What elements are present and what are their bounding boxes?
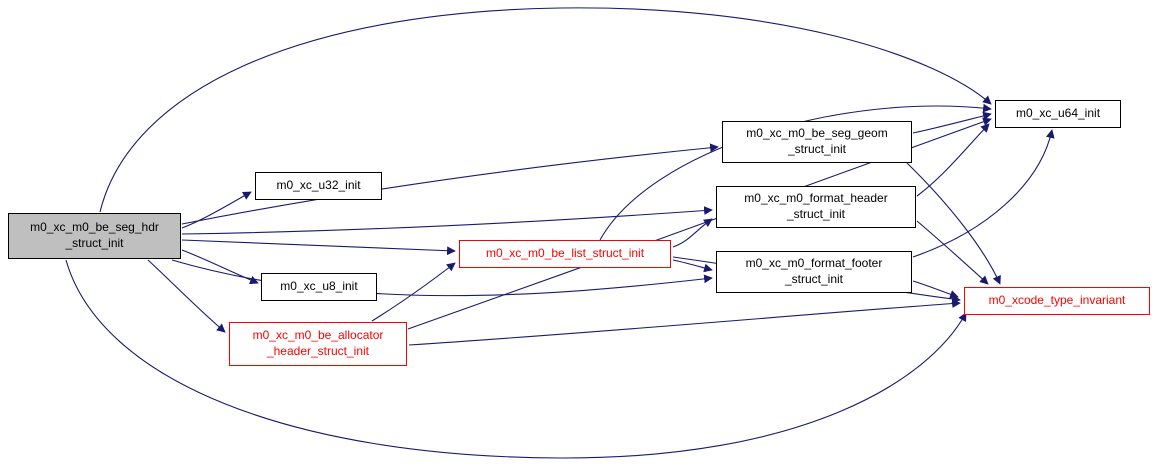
edge-format_footer-invariant [912,280,959,299]
node-m0_xc_m0_format_header_struct_init[interactable]: m0_xc_m0_format_header _struct_init [716,186,916,228]
edge-seg_geom-u64 [912,111,992,134]
edge-seg_geom-invariant [906,162,1001,285]
edge-seg_hdr-format_header [181,206,713,235]
node-m0_xc_m0_be_seg_hdr_struct_init[interactable]: m0_xc_m0_be_seg_hdr _struct_init [8,213,181,259]
edge-be_list-format_header [672,218,713,248]
node-m0_xc_m0_be_list_struct_init[interactable]: m0_xc_m0_be_list_struct_init [459,240,671,268]
node-m0_xc_m0_format_footer_struct_init[interactable]: m0_xc_m0_format_footer _struct_init [716,251,912,293]
edge-seg_hdr-invariant [65,259,967,459]
edge-seg_hdr-allocator [147,259,226,333]
edge-format_header-invariant [916,220,989,285]
edge-allocator-be_list [371,262,456,322]
edge-allocator-invariant [408,299,961,346]
node-m0_xc_u8_init[interactable]: m0_xc_u8_init [261,273,377,301]
edge-seg_hdr-format_footer [171,259,713,297]
edge-seg_hdr-seg_geom [181,143,719,225]
edge-format_footer-u64 [912,129,1055,258]
node-m0_xc_u64_init[interactable]: m0_xc_u64_init [995,100,1121,128]
edge-seg_hdr-u8 [181,249,259,285]
node-m0_xc_m0_be_seg_geom_struct_init[interactable]: m0_xc_m0_be_seg_geom _struct_init [722,121,912,163]
node-m0_xcode_type_invariant[interactable]: m0_xcode_type_invariant [964,287,1150,315]
edge-seg_hdr-u32 [181,191,252,229]
edge-be_list-format_footer [672,259,713,273]
edge-seg_hdr-u64 [99,7,992,213]
edge-seg_hdr-be_list [181,239,456,256]
node-m0_xc_u32_init[interactable]: m0_xc_u32_init [255,172,382,200]
node-m0_xc_m0_be_allocator_header_struct_init[interactable]: m0_xc_m0_be_allocator _header_struct_ini… [229,322,407,366]
edge-format_header-u64 [916,123,990,197]
